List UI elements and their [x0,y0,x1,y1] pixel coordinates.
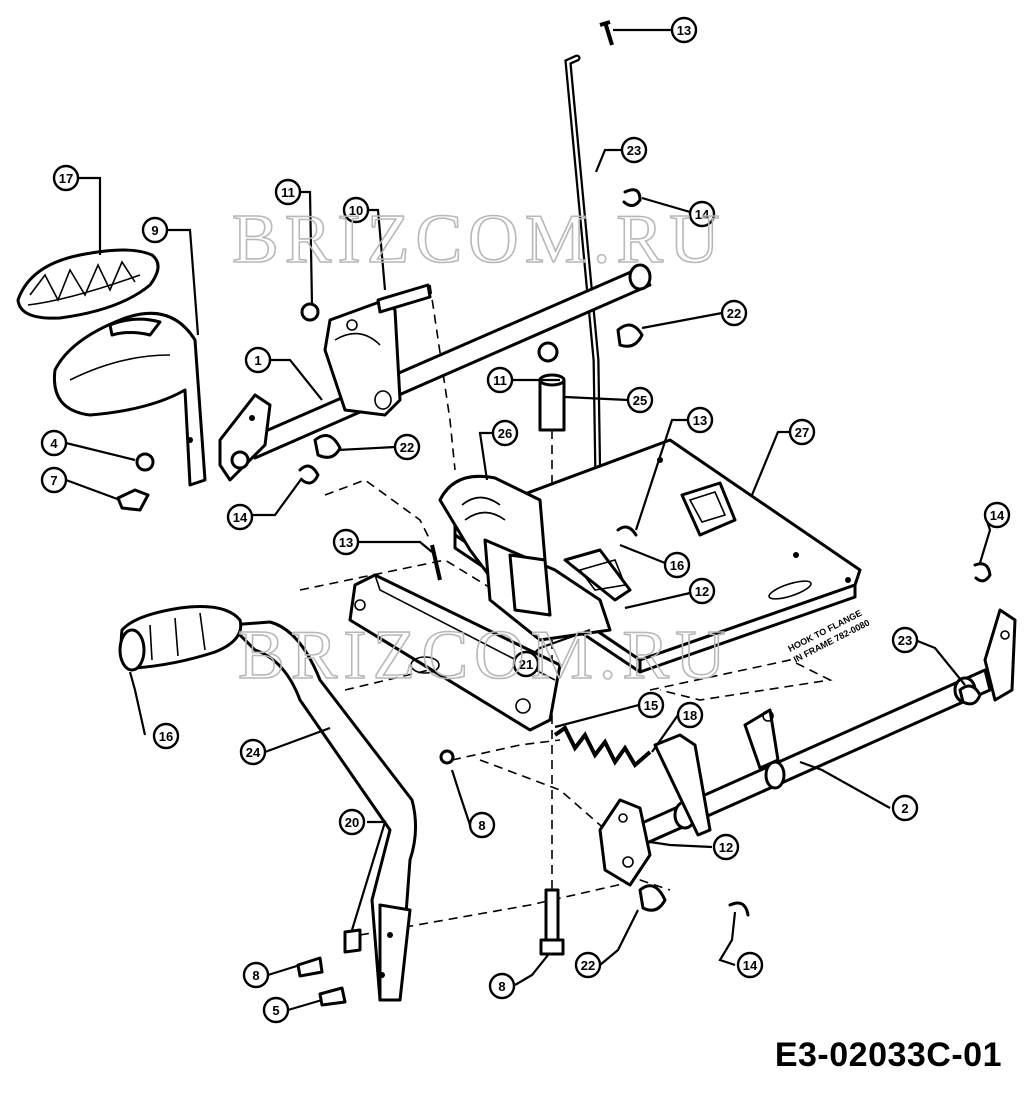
watermark-top: BRIZCOM.RU [232,201,726,278]
svg-text:24: 24 [246,745,261,760]
svg-text:21: 21 [519,657,533,672]
callout-24: 24 [239,738,267,766]
callout-23: 23 [620,136,648,164]
callout-8: 8 [488,972,516,1000]
pedal-pad [16,248,160,320]
callout-7: 7 [40,466,68,494]
svg-text:22: 22 [400,440,414,455]
svg-text:5: 5 [272,1003,279,1018]
svg-text:4: 4 [50,436,58,451]
callout-13: 13 [332,528,360,556]
callout-12: 12 [712,833,740,861]
callout-14: 14 [736,951,764,979]
svg-text:23: 23 [898,633,912,648]
svg-text:22: 22 [727,306,741,321]
callout-20: 20 [338,808,366,836]
left-bracket [323,283,432,417]
shaft-lever [653,708,780,837]
callout-2: 2 [891,794,919,822]
callout-4: 4 [40,429,68,457]
svg-text:12: 12 [719,840,733,855]
callout-16: 16 [152,722,180,750]
svg-text:14: 14 [695,207,710,222]
clutch-pedal-pad [118,605,243,672]
callout-22: 22 [393,433,421,461]
callout-1: 1 [244,346,272,374]
callout-12: 12 [688,577,716,605]
svg-text:25: 25 [633,393,647,408]
cross-shaft [243,263,652,460]
callout-13: 13 [686,406,714,434]
svg-text:14: 14 [233,510,248,525]
svg-text:9: 9 [151,223,158,238]
callout-16: 16 [663,551,691,579]
callout-22: 22 [574,951,602,979]
svg-text:12: 12 [695,584,709,599]
svg-text:20: 20 [345,815,359,830]
shift-rod [564,54,602,509]
svg-text:23: 23 [627,143,641,158]
svg-text:18: 18 [683,708,697,723]
callout-11: 11 [486,366,514,394]
svg-text:14: 14 [990,508,1005,523]
spacer-tube [538,373,566,432]
watermarks: BRIZCOM.RU BRIZCOM.RU [231,200,732,695]
svg-text:11: 11 [281,185,295,200]
svg-text:16: 16 [159,729,173,744]
svg-text:16: 16 [670,558,684,573]
callout-25: 25 [626,386,654,414]
return-spring [553,725,652,769]
svg-text:17: 17 [59,171,73,186]
svg-text:8: 8 [252,968,259,983]
callout-9: 9 [141,216,169,244]
callout-11: 11 [274,178,302,206]
frame-channel [348,573,562,732]
callout-27: 27 [788,418,816,446]
svg-text:8: 8 [478,818,485,833]
svg-text:22: 22 [581,958,595,973]
callout-8: 8 [242,961,270,989]
svg-text:14: 14 [743,958,758,973]
callout-14: 14 [688,200,716,228]
svg-text:10: 10 [349,203,363,218]
brake-pedal [52,311,207,487]
svg-text:2: 2 [901,801,908,816]
drawing-id: E3-02033C-01 [774,1036,1002,1074]
callout-13: 13 [670,16,698,44]
svg-text:11: 11 [493,373,507,388]
callout-22: 22 [720,299,748,327]
svg-text:7: 7 [50,473,57,488]
pivot-bracket [438,474,632,642]
svg-text:15: 15 [644,698,658,713]
clutch-pedal-arm [228,620,417,1002]
leader-lines [65,28,992,1012]
svg-text:8: 8 [498,979,505,994]
svg-text:13: 13 [693,413,707,428]
callout-10: 10 [342,196,370,224]
callout-18: 18 [676,701,704,729]
watermark-bottom: BRIZCOM.RU [238,617,732,694]
callout-21: 21 [512,650,540,678]
lower-crank-plate [598,798,652,887]
svg-text:13: 13 [677,23,691,38]
callout-5: 5 [262,996,290,1024]
svg-text:27: 27 [795,425,809,440]
callout-17: 17 [52,164,80,192]
callout-23: 23 [891,626,919,654]
callout-14: 14 [226,503,254,531]
callout-14: 14 [983,501,1011,529]
callout-26: 26 [491,419,519,447]
svg-text:26: 26 [498,426,512,441]
svg-text:1: 1 [254,353,261,368]
callout-8: 8 [468,811,496,839]
callouts: 13 23 14 22 17 9 11 10 1 11 25 4 22 26 1… [40,16,1011,1024]
left-crank-plate [218,393,272,482]
svg-text:13: 13 [339,535,353,550]
callout-15: 15 [637,691,665,719]
vertical-bolt [539,888,565,956]
